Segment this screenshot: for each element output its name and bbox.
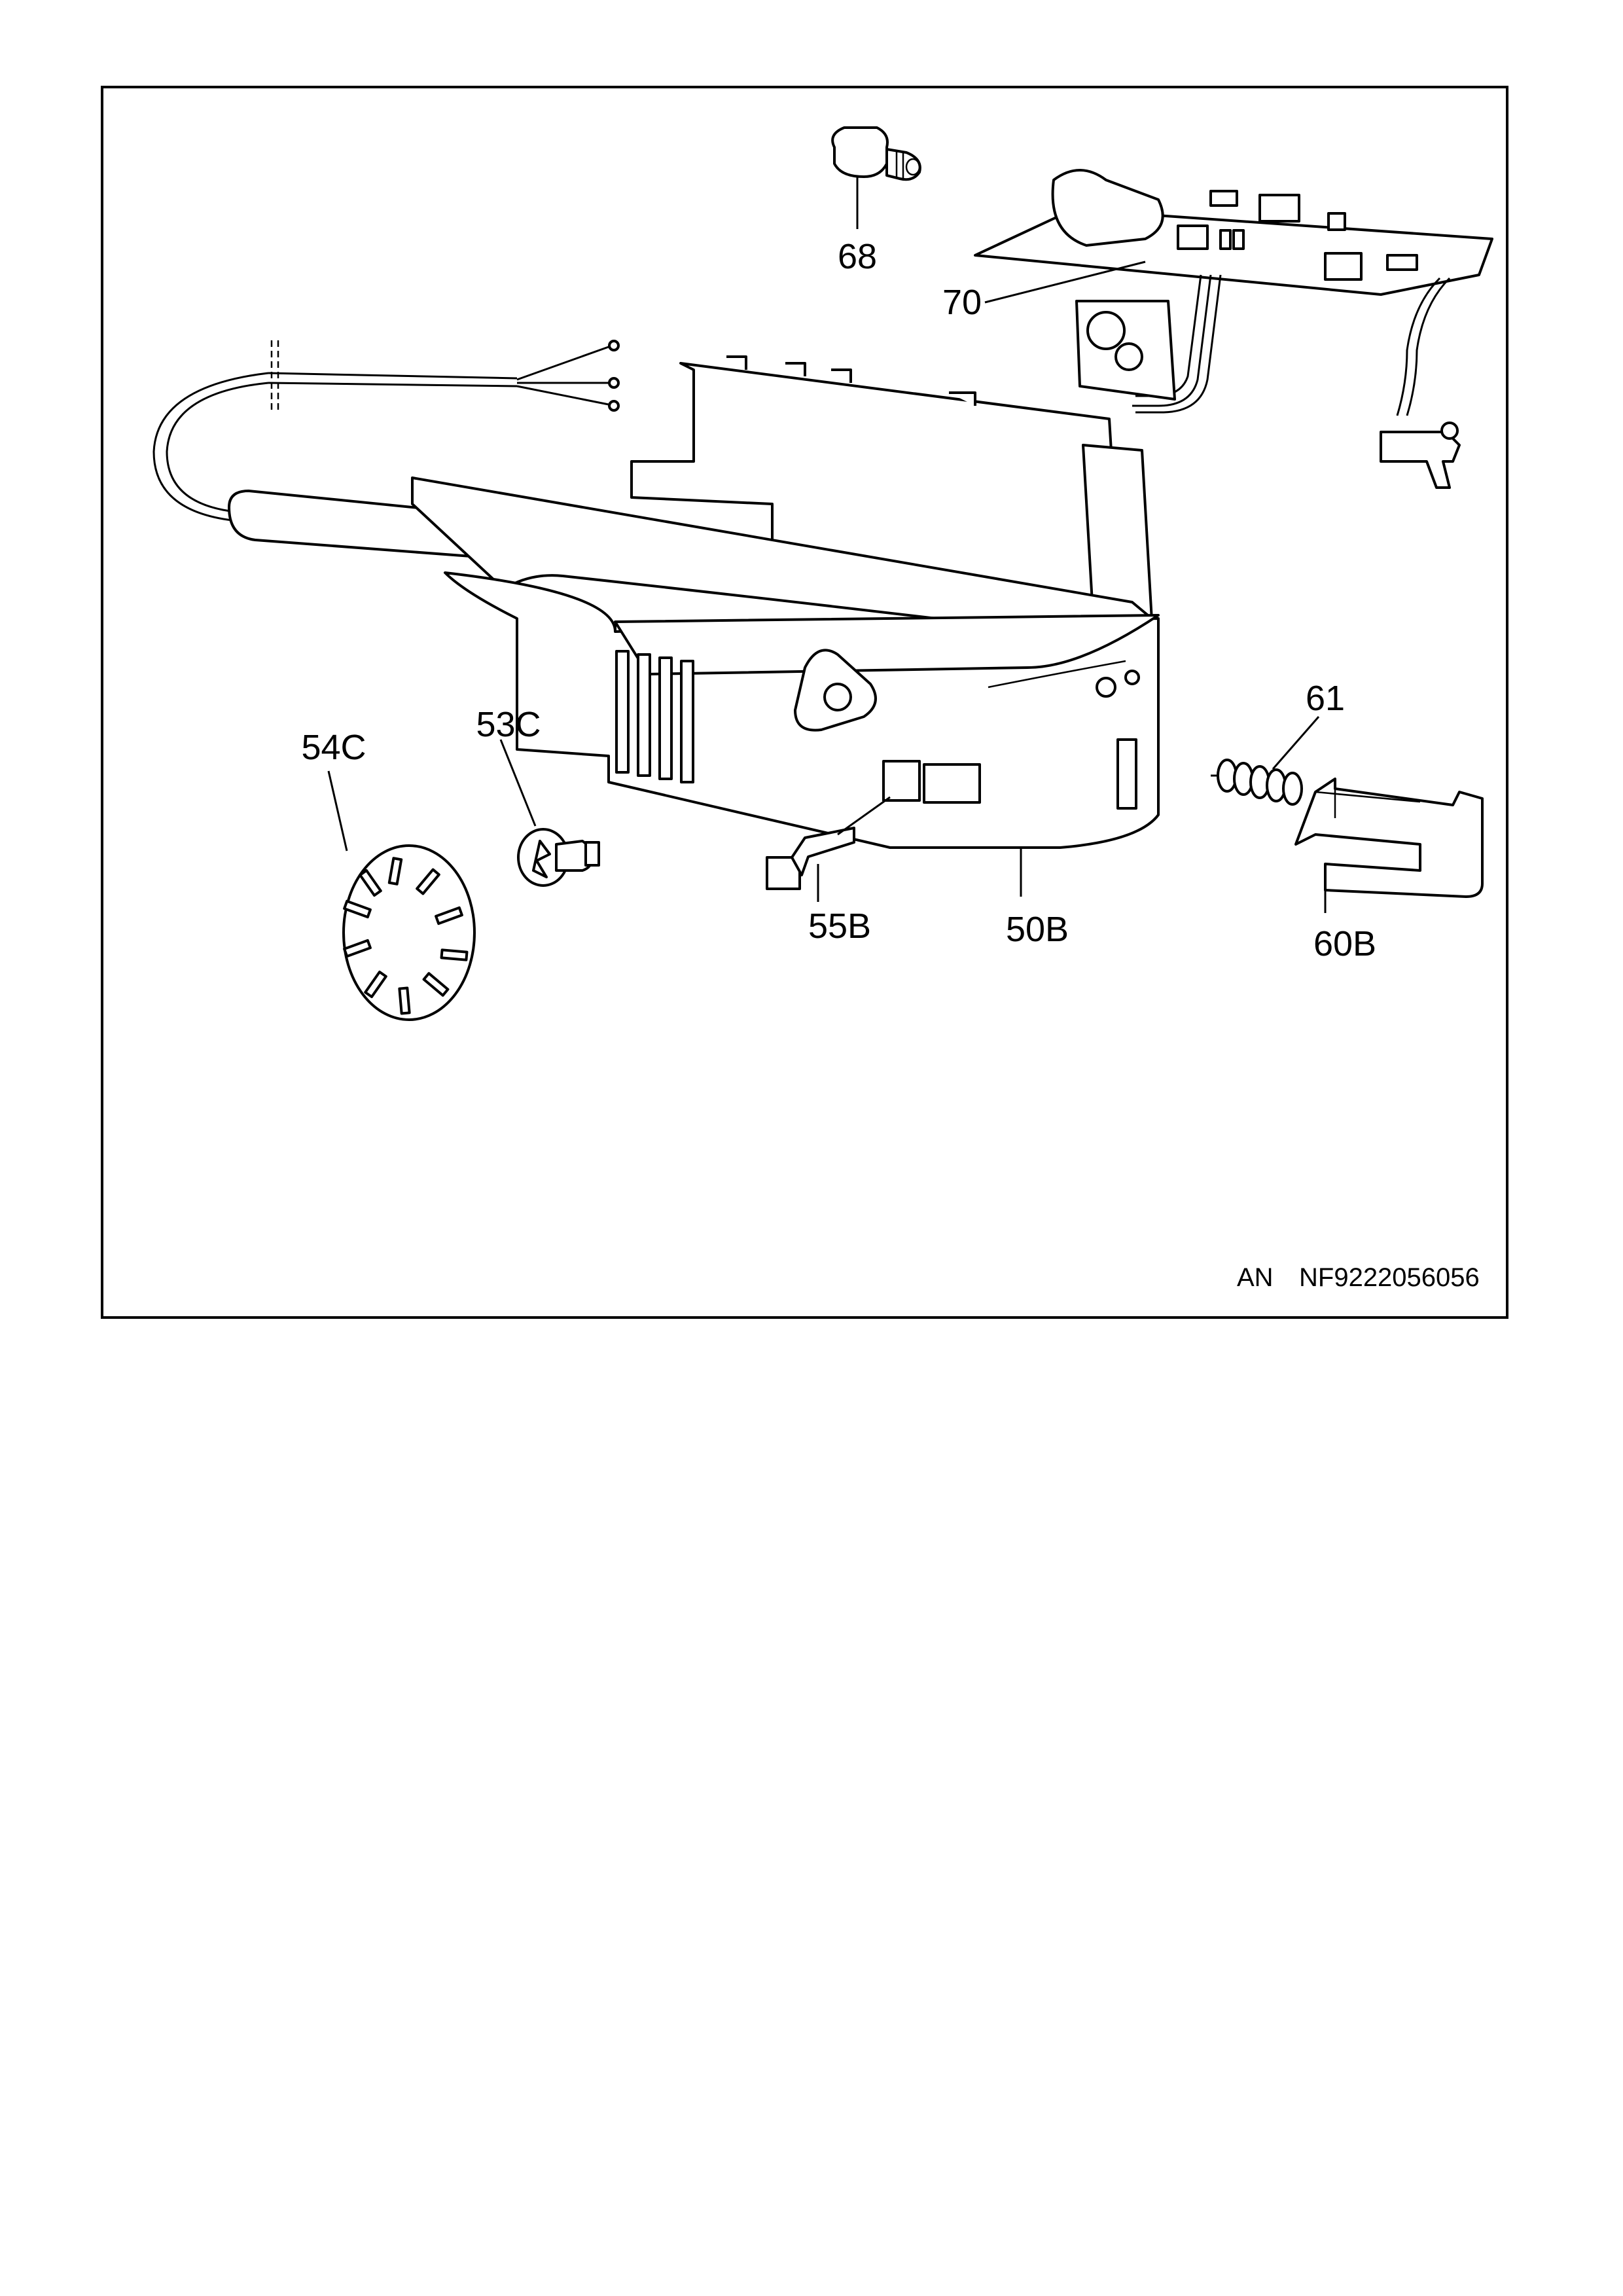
- part-54c-drawing: [342, 844, 476, 1021]
- leader-55b: [837, 796, 891, 836]
- part-50b-drawing: [152, 340, 1160, 849]
- label-54c: 54C: [301, 728, 366, 767]
- part-60b-drawing: [1294, 778, 1484, 898]
- label-55b: 55B: [808, 906, 871, 946]
- housing-vent-slots: [615, 650, 694, 783]
- leader-53c: [499, 739, 537, 827]
- footer-code: NF9222056056: [1299, 1263, 1480, 1292]
- leader-70: [984, 260, 1146, 304]
- part-61-drawing: [1211, 759, 1303, 806]
- label-61: 61: [1306, 679, 1345, 718]
- label-60b: 60B: [1313, 924, 1376, 963]
- part-68-drawing: [831, 126, 921, 181]
- label-50b: 50B: [1006, 910, 1069, 949]
- label-70: 70: [942, 283, 982, 322]
- label-68: 68: [838, 237, 877, 276]
- diagram-frame: [101, 86, 1508, 1319]
- label-53c: 53C: [476, 705, 541, 744]
- leader-61: [1272, 716, 1320, 770]
- part-53c-drawing: [517, 828, 600, 887]
- part-70-drawing: [974, 169, 1493, 489]
- part-55b-drawing: [766, 827, 855, 890]
- footer-prefix: AN: [1237, 1263, 1274, 1292]
- leader-54c: [327, 770, 348, 852]
